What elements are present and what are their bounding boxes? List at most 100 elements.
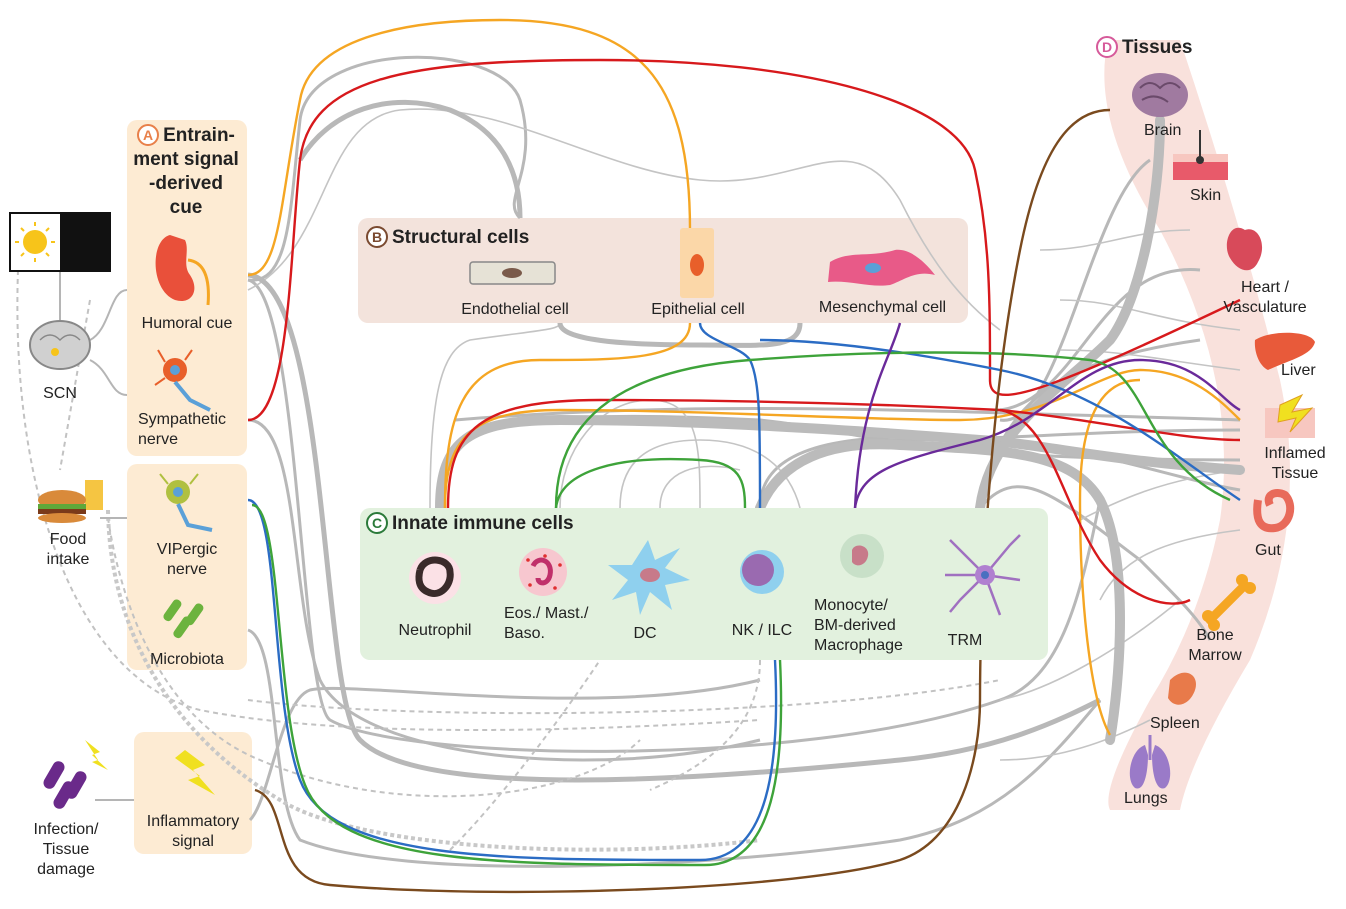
- lungs-label: Lungs: [1124, 790, 1168, 807]
- panel-d-badge: D: [1096, 36, 1118, 58]
- heart-icon: [1226, 227, 1263, 271]
- mesenchymal-cell-label: Mesenchymal cell: [818, 299, 947, 316]
- food-intake-label: Food intake: [28, 530, 108, 570]
- sympathetic-label-line-2: nerve: [138, 431, 179, 448]
- skin-label: Skin: [1190, 187, 1222, 204]
- humoral-cue-label: Humoral cue: [141, 315, 233, 332]
- monocyte-icon: [840, 534, 884, 578]
- inflammatory-signal-label: Inflammatory signal: [134, 812, 252, 852]
- panel-a-inflammatory-box: [134, 732, 252, 854]
- nk-ilc-icon: [740, 550, 784, 594]
- panel-c-title-text: Innate immune cells: [392, 513, 574, 534]
- granulocyte-label: Eos./ Mast./ Baso.: [504, 604, 588, 644]
- infection-bacteria-icon: [43, 740, 108, 809]
- dendritic-cell-icon: [608, 540, 690, 615]
- gut-icon: [1253, 489, 1295, 533]
- panel-b-box: [358, 218, 968, 323]
- vipergic-neuron-icon: [159, 473, 213, 532]
- colored-connections: [247, 18, 1241, 894]
- food-label-line-1: Food: [49, 531, 87, 548]
- trm-label: TRM: [947, 632, 983, 649]
- panel-d-title-text: Tissues: [1122, 37, 1193, 58]
- panel-b-title-text: Structural cells: [392, 227, 530, 248]
- spleen-icon: [1168, 672, 1196, 705]
- sympathetic-label-line-1: Sympathetic: [138, 411, 227, 428]
- panel-a-title-line-2: ment signal: [133, 149, 239, 170]
- vipergic-label-line-1: VIPergic: [156, 541, 218, 558]
- inflamed-tissue-icon: [1265, 393, 1315, 438]
- epithelial-cell-label: Epithelial cell: [651, 301, 745, 318]
- heart-vasculature-label: Heart /Vasculature: [1205, 278, 1325, 318]
- bone-label-line-1: Bone: [1196, 627, 1234, 644]
- dashed-connections: [16, 269, 1001, 851]
- thin-gray-connections: [247, 108, 1241, 761]
- liver-label: Liver: [1281, 362, 1316, 379]
- infection-label-line-1: Infection/: [33, 821, 99, 838]
- microbiota-icon: [163, 599, 204, 639]
- microbiota-label: Microbiota: [150, 651, 224, 668]
- granulocyte-label-line-2: Baso.: [504, 625, 545, 642]
- panel-a-badge: A: [137, 124, 160, 146]
- infection-label: Infection/Tissue damage: [18, 820, 114, 880]
- heart-label-line-1: Heart /: [1240, 279, 1289, 296]
- sympathetic-nerve-label: Sympathetic nerve: [138, 410, 226, 450]
- panel-a-title-line-1: Entrain-: [163, 125, 235, 146]
- inflammatory-lightning-icon: [175, 750, 215, 795]
- inflamed-label-line-2: Tissue: [1271, 465, 1319, 482]
- skin-icon: [1173, 130, 1228, 180]
- nk-ilc-label: NK / ILC: [731, 622, 793, 639]
- granulocyte-icon: [519, 548, 567, 596]
- infection-label-line-3: damage: [37, 861, 95, 878]
- scn-brain-icon: [29, 320, 91, 370]
- liver-icon: [1254, 332, 1315, 370]
- panel-a-title-line-3: -derived: [149, 173, 223, 194]
- food-label-line-2: intake: [46, 551, 90, 568]
- granulocyte-label-line-1: Eos./ Mast./: [504, 605, 589, 622]
- brain-label: Brain: [1144, 122, 1182, 139]
- sun-moon-icon: [9, 212, 111, 272]
- monocyte-label-line-1: Monocyte/: [814, 597, 888, 614]
- panel-c-badge: C: [366, 512, 388, 534]
- spleen-label: Spleen: [1150, 715, 1200, 732]
- sympathetic-neuron-icon: [154, 349, 211, 412]
- endothelial-cell-label: Endothelial cell: [461, 301, 569, 318]
- panel-b-badge: B: [366, 226, 388, 248]
- infection-label-line-2: Tissue: [42, 841, 90, 858]
- dashed-food-connection: [106, 509, 761, 852]
- kidney-icon: [155, 235, 210, 306]
- monocyte-label-line-2: BM-derived: [814, 617, 896, 634]
- tissue-band: [1104, 40, 1290, 810]
- neutrophil-icon: [409, 552, 461, 604]
- dc-label: DC: [633, 625, 657, 642]
- inflammatory-label-line-1: Inflammatory: [146, 813, 240, 830]
- inflammatory-label-line-2: signal: [172, 833, 214, 850]
- scn-label: SCN: [43, 385, 77, 402]
- trm-icon: [945, 534, 1021, 616]
- epithelial-cell-icon: [680, 228, 714, 298]
- food-burger-icon: [38, 480, 103, 523]
- left-connectors: [59, 270, 134, 801]
- bone-icon: [1202, 574, 1256, 631]
- neutrophil-label: Neutrophil: [398, 622, 472, 639]
- gut-label: Gut: [1255, 542, 1281, 559]
- thick-gray-trunks: [435, 115, 1245, 745]
- monocyte-label-line-3: Macrophage: [814, 637, 903, 654]
- lungs-icon: [1129, 735, 1171, 789]
- mesenchymal-cell-icon: [828, 249, 935, 286]
- panel-a-title-line-4: cue: [169, 197, 203, 218]
- bone-label-line-2: Marrow: [1188, 647, 1242, 664]
- brain-icon: [1132, 73, 1188, 117]
- panel-a-lower-box: [127, 464, 247, 670]
- endothelial-cell-icon: [469, 261, 556, 285]
- inflamed-label-line-1: Inflamed: [1264, 445, 1326, 462]
